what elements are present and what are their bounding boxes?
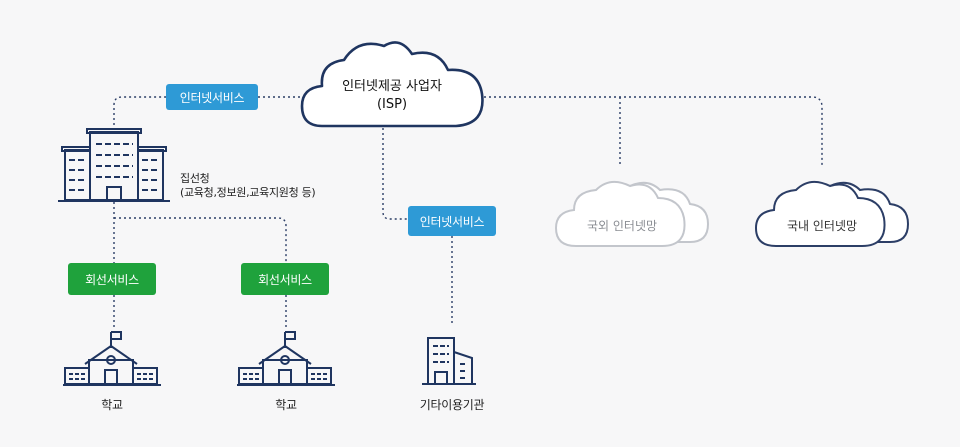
other-org-label: 기타이용기관 <box>419 398 485 412</box>
school-icon <box>63 331 161 386</box>
school-label-right: 학교 <box>275 398 297 412</box>
school-icon <box>237 331 335 386</box>
isp-label-line1: 인터넷제공 사업자 <box>342 79 442 94</box>
line-office-isp <box>113 96 166 130</box>
line-isp-clouds <box>484 96 823 166</box>
overseas-internet-label: 국외 인터넷망 <box>586 219 658 233</box>
office-name: 집선청 <box>180 172 210 185</box>
office-label: 집선청 (교육청,정보원,교육지원청 등) <box>180 172 316 200</box>
line-isp-center-badge <box>382 128 408 220</box>
domestic-internet-label: 국내 인터넷망 <box>786 219 858 233</box>
company-building-icon <box>422 337 476 385</box>
cloud-icon <box>554 180 710 247</box>
isp-label-line2: (ISP) <box>376 97 408 112</box>
circuit-service-badge-left: 회선서비스 <box>68 263 156 295</box>
internet-service-badge-left: 인터넷서비스 <box>166 84 258 110</box>
line-office-school-right <box>114 217 287 263</box>
isp-label: 인터넷제공 사업자 (ISP) <box>342 78 442 114</box>
office-building-icon <box>58 128 170 202</box>
office-detail: (교육청,정보원,교육지원청 등) <box>180 186 316 199</box>
circuit-service-badge-right: 회선서비스 <box>241 263 329 295</box>
cloud-icon <box>754 180 910 247</box>
cloud-icon <box>300 41 484 128</box>
school-label-left: 학교 <box>101 398 123 412</box>
internet-service-badge-center: 인터넷서비스 <box>408 206 496 236</box>
